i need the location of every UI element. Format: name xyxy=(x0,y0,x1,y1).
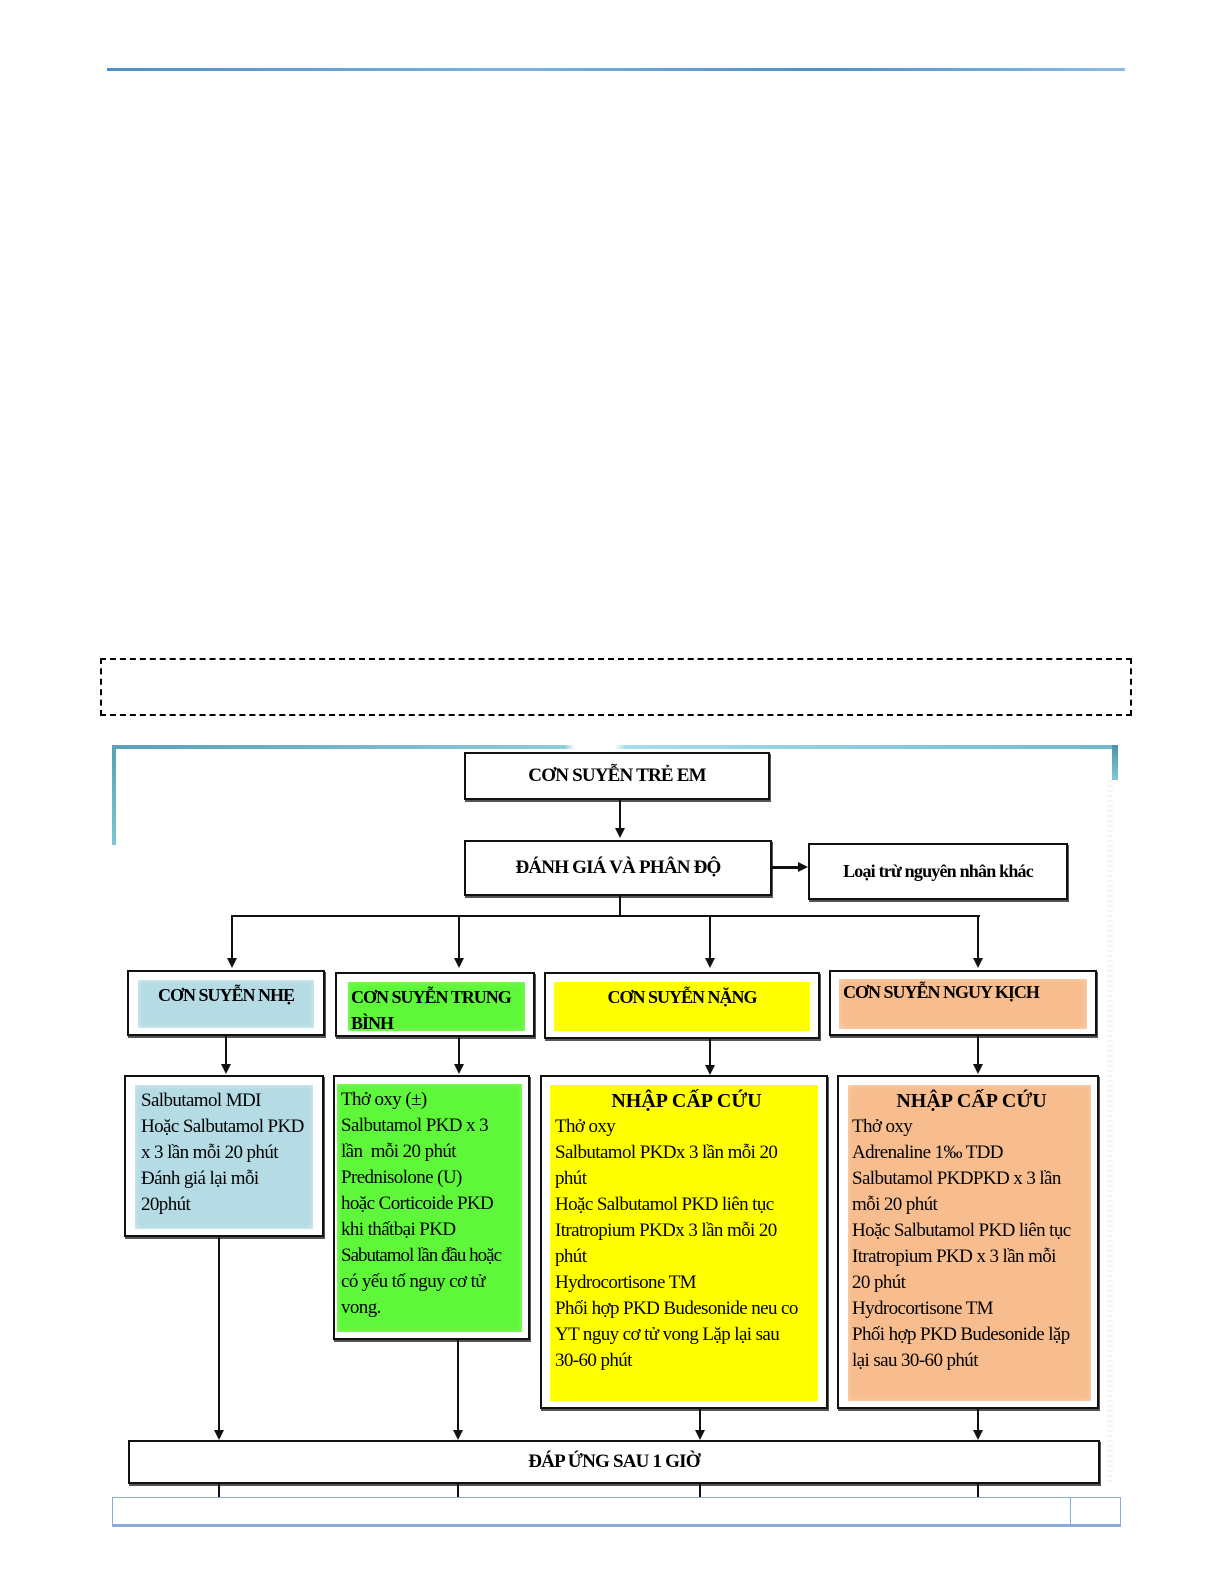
treatment-title: NHẬP CẤP CỨU xyxy=(611,1090,762,1112)
severity-mild: CƠN SUYỄN NHẸ xyxy=(127,970,325,1036)
severity-critical-label: CƠN SUYỄN NGUY KỊCH xyxy=(843,982,1040,1002)
treatment-line: Hydrocortisone TM xyxy=(555,1272,697,1293)
branch-drop-4 xyxy=(977,915,979,960)
treatment-line: Salbutamol PKD x 3 xyxy=(341,1115,489,1136)
drop-below-1 xyxy=(218,1484,220,1498)
drop-treat-1 xyxy=(225,1036,227,1066)
treatment-line: Adrenaline 1‰ TDD xyxy=(852,1142,1004,1163)
treatment-line: Hoặc Salbutamol PKD liên tục xyxy=(555,1194,774,1215)
treatment-line: Phối hợp PKD Budesonide lặp xyxy=(852,1324,1070,1345)
page-footer-divider xyxy=(1070,1497,1071,1525)
treatment-line: Thở oxy (±) xyxy=(341,1089,427,1110)
connector-assess-branch xyxy=(619,896,621,916)
arrow-severity-4 xyxy=(973,958,983,968)
root-node-label: CƠN SUYỄN TRẺ EM xyxy=(528,765,706,786)
arrow-treat-2 xyxy=(454,1064,464,1074)
treatment-line: Thở oxy xyxy=(555,1116,616,1137)
arrow-assess-exclude xyxy=(798,862,808,872)
arrow-severity-1 xyxy=(227,958,237,968)
figure-frame-top xyxy=(112,745,1118,749)
drop-response-2 xyxy=(457,1340,459,1432)
treatment-line: Salbutamol PKDx 3 lần mỗi 20 xyxy=(555,1142,778,1163)
severity-critical: CƠN SUYỄN NGUY KỊCH xyxy=(829,970,1097,1036)
branch-drop-2 xyxy=(458,915,460,960)
treatment-line: phút xyxy=(555,1246,587,1267)
arrow-response-4 xyxy=(973,1430,983,1440)
treatment-line: Phối hợp PKD Budesonide neu co xyxy=(555,1298,798,1319)
drop-response-3 xyxy=(699,1409,701,1432)
treatment-line: Sabutamol lần đầu hoặc xyxy=(341,1245,502,1266)
treatment-line: Itratropium PKD x 3 lần mỗi xyxy=(852,1246,1056,1267)
arrow-severity-2 xyxy=(454,958,464,968)
treatment-line: x 3 lần mỗi 20 phút xyxy=(141,1142,279,1163)
treatment-line: phút xyxy=(555,1168,587,1189)
arrow-treat-3 xyxy=(705,1065,715,1075)
response-node-label: ĐÁP ỨNG SAU 1 GIỜ xyxy=(528,1451,700,1472)
drop-below-2 xyxy=(457,1484,459,1498)
treatment-line: vong. xyxy=(341,1297,381,1318)
treatment-line: Đánh giá lại mỗi xyxy=(141,1168,259,1189)
treatment-line: mỗi 20 phút xyxy=(852,1194,938,1215)
treatment-line: lại sau 30-60 phút xyxy=(852,1350,978,1371)
severity-severe: CƠN SUYỄN NẶNG xyxy=(544,972,820,1039)
arrow-treat-1 xyxy=(221,1064,231,1074)
empty-caption-box xyxy=(100,658,1132,716)
severity-moderate-label: CƠN SUYỄN TRUNG BÌNH xyxy=(351,987,512,1033)
treatment-line: hoặc Corticoide PKD xyxy=(341,1193,494,1214)
treatment-line: Prednisolone (U) xyxy=(341,1167,462,1188)
branch-horizontal xyxy=(231,915,980,917)
treatment-line: YT nguy cơ tử vong Lặp lại sau xyxy=(555,1324,780,1345)
arrow-treat-4 xyxy=(973,1064,983,1074)
treatment-line: Thở oxy xyxy=(852,1116,913,1137)
severity-moderate: CƠN SUYỄN TRUNG BÌNH xyxy=(335,972,535,1037)
drop-response-1 xyxy=(218,1237,220,1432)
header-rule xyxy=(107,68,1125,71)
treatment-line: Hoặc Salbutamol PKD liên tục xyxy=(852,1220,1071,1241)
treatment-line: 20phút xyxy=(141,1194,191,1215)
drop-below-4 xyxy=(977,1484,979,1498)
drop-treat-4 xyxy=(977,1036,979,1066)
treatment-line: Salbutamol PKDPKD x 3 lần xyxy=(852,1168,1061,1189)
treatment-line: Hoặc Salbutamol PKD xyxy=(141,1116,304,1137)
arrow-severity-3 xyxy=(705,958,715,968)
treatment-line: có yếu tố nguy cơ tử xyxy=(341,1271,486,1292)
treatment-mild: Salbutamol MDI Hoặc Salbutamol PKD x 3 l… xyxy=(124,1075,324,1237)
branch-drop-3 xyxy=(709,915,711,960)
root-node: CƠN SUYỄN TRẺ EM xyxy=(464,752,770,800)
treatment-line: Salbutamol MDI xyxy=(141,1090,261,1111)
branch-drop-1 xyxy=(231,915,233,960)
severity-mild-label: CƠN SUYỄN NHẸ xyxy=(157,985,295,1005)
treatment-moderate: Thở oxy (±) Salbutamol PKD x 3 lần mỗi 2… xyxy=(333,1075,530,1340)
figure-frame-right xyxy=(1112,745,1118,780)
drop-treat-3 xyxy=(709,1039,711,1067)
drop-treat-2 xyxy=(458,1037,460,1067)
connector-assess-exclude xyxy=(772,866,799,869)
figure-frame-left xyxy=(112,745,116,845)
drop-below-3 xyxy=(699,1484,701,1498)
treatment-severe: NHẬP CẤP CỨU Thở oxy Salbutamol PKDx 3 l… xyxy=(540,1075,828,1409)
severity-severe-label: CƠN SUYỄN NẶNG xyxy=(607,987,757,1007)
arrow-root-assess xyxy=(615,828,625,838)
treatment-line: Hydrocortisone TM xyxy=(852,1298,994,1319)
treatment-line: 30-60 phút xyxy=(555,1350,632,1371)
treatment-title: NHẬP CẤP CỨU xyxy=(896,1090,1047,1112)
treatment-line: khi thấtbại PKD xyxy=(341,1219,456,1240)
exclude-node-label: Loại trừ nguyên nhân khác xyxy=(843,861,1034,881)
treatment-line: lần mỗi 20 phút xyxy=(341,1141,457,1162)
treatment-critical: NHẬP CẤP CỨU Thở oxy Adrenaline 1‰ TDD S… xyxy=(837,1075,1099,1409)
arrow-response-3 xyxy=(695,1430,705,1440)
arrow-response-1 xyxy=(214,1430,224,1440)
response-node: ĐÁP ỨNG SAU 1 GIỜ xyxy=(128,1440,1100,1484)
figure-edge-texture xyxy=(1107,780,1113,1485)
treatment-line: 20 phút xyxy=(852,1272,906,1293)
arrow-response-2 xyxy=(453,1430,463,1440)
drop-response-4 xyxy=(977,1409,979,1432)
treatment-line: Itratropium PKDx 3 lần mỗi 20 xyxy=(555,1220,777,1241)
assess-node: ĐÁNH GIÁ VÀ PHÂN ĐỘ xyxy=(464,840,772,896)
connector-root-assess xyxy=(619,800,621,830)
exclude-node: Loại trừ nguyên nhân khác xyxy=(808,843,1068,900)
assess-node-label: ĐÁNH GIÁ VÀ PHÂN ĐỘ xyxy=(515,857,721,878)
page-footer xyxy=(112,1497,1121,1527)
